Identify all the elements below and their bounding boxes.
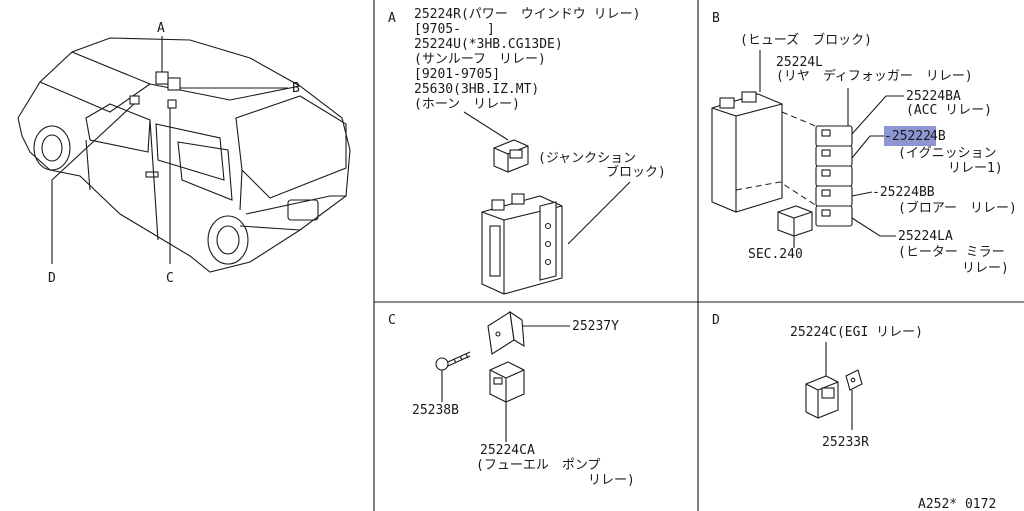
part-25224la-desc-1: (ヒーター ミラー: [898, 245, 1005, 260]
part-25224bb-desc: (ブロアー リレー): [898, 200, 1017, 216]
part-25224bb: -25224BB: [872, 185, 935, 200]
bracket-icon: [487, 310, 525, 355]
part-25224b-desc-1: (イグニッション: [898, 146, 997, 161]
panel-a-line-2: [9705- ]: [414, 22, 495, 37]
part-25224ba: 25224BA: [906, 89, 961, 104]
part-25233r: 25233R: [822, 435, 869, 450]
part-25224b-prefix[interactable]: -25222: [884, 129, 931, 144]
junction-block-icon: [481, 193, 563, 295]
panel-d-letter: D: [712, 313, 720, 328]
vehicle-label-a: A: [157, 21, 165, 36]
relay-stack-icon: [815, 125, 853, 227]
part-25224b-desc-2: リレー1): [948, 161, 1003, 176]
relay-bb-leader: [851, 191, 873, 197]
egi-relay-icon: [805, 375, 839, 419]
panel-a-line-3: 25224U(*3HB.CG13DE): [414, 37, 563, 52]
diagram-id: A252* 0172: [918, 497, 996, 511]
part-25224ca: 25224CA: [480, 443, 535, 458]
part-25224c: 25224C(EGI リレー): [790, 325, 923, 340]
fuel-pump-relay-icon: [489, 361, 525, 403]
part-25224l: 25224L: [776, 55, 823, 70]
panel-a-letter: A: [388, 11, 396, 26]
panel-a-line-1: 25224R(パワー ウインドウ リレー): [414, 7, 640, 22]
part-25224la-desc-2: リレー): [962, 261, 1009, 276]
part-25224b-suffix: 4B: [930, 129, 946, 144]
panel-a-leader: [463, 111, 509, 141]
panel-a-junction-label-2: ブロック): [606, 164, 666, 180]
sec-240-label: SEC.240: [748, 247, 803, 262]
relay-ba-leader: [851, 95, 904, 135]
screw-icon: [435, 351, 471, 371]
relay-b-leader: [851, 135, 884, 159]
vehicle-label-d: D: [48, 271, 56, 286]
vehicle-label-c: C: [166, 271, 174, 286]
part-25224ca-desc-1: (フューエル ポンプ: [476, 458, 600, 473]
panel-a-line-5: [9201-9705]: [414, 67, 500, 82]
part-25238b: 25238B: [412, 403, 459, 418]
panel-b-letter: B: [712, 11, 720, 26]
panel-a-junction-label-1: (ジャンクション: [538, 151, 636, 166]
fuse-block-dashed-guide: [735, 111, 821, 209]
panel-a-line-4: (サンルーフ リレー): [414, 52, 546, 67]
relay-la-leader: [851, 217, 896, 237]
panel-a-relay-icon: [493, 139, 529, 173]
panel-a-line-6: 25630(3HB.IZ.MT): [414, 82, 539, 97]
vehicle-drawing: [17, 36, 351, 273]
part-25224ba-desc: (ACC リレー): [906, 103, 992, 118]
fuse-block-label: (ヒューズ ブロック): [740, 32, 872, 48]
panel-a-junction-leader: [567, 181, 631, 245]
highlight-box: [884, 126, 936, 146]
fuse-block-icon: [711, 91, 783, 213]
part-25224l-desc: (リヤ ディフォッガー リレー): [776, 68, 973, 84]
part-25237y: 25237Y: [572, 319, 619, 334]
part-25224ca-desc-2: リレー): [588, 473, 635, 488]
part-25224la: 25224LA: [898, 229, 953, 244]
sec-240-relay-icon: [777, 205, 813, 237]
egi-bracket-icon: [845, 369, 863, 391]
vehicle-label-b: B: [292, 81, 300, 96]
panel-c-letter: C: [388, 313, 396, 328]
panel-a-line-7: (ホーン リレー): [414, 97, 520, 112]
